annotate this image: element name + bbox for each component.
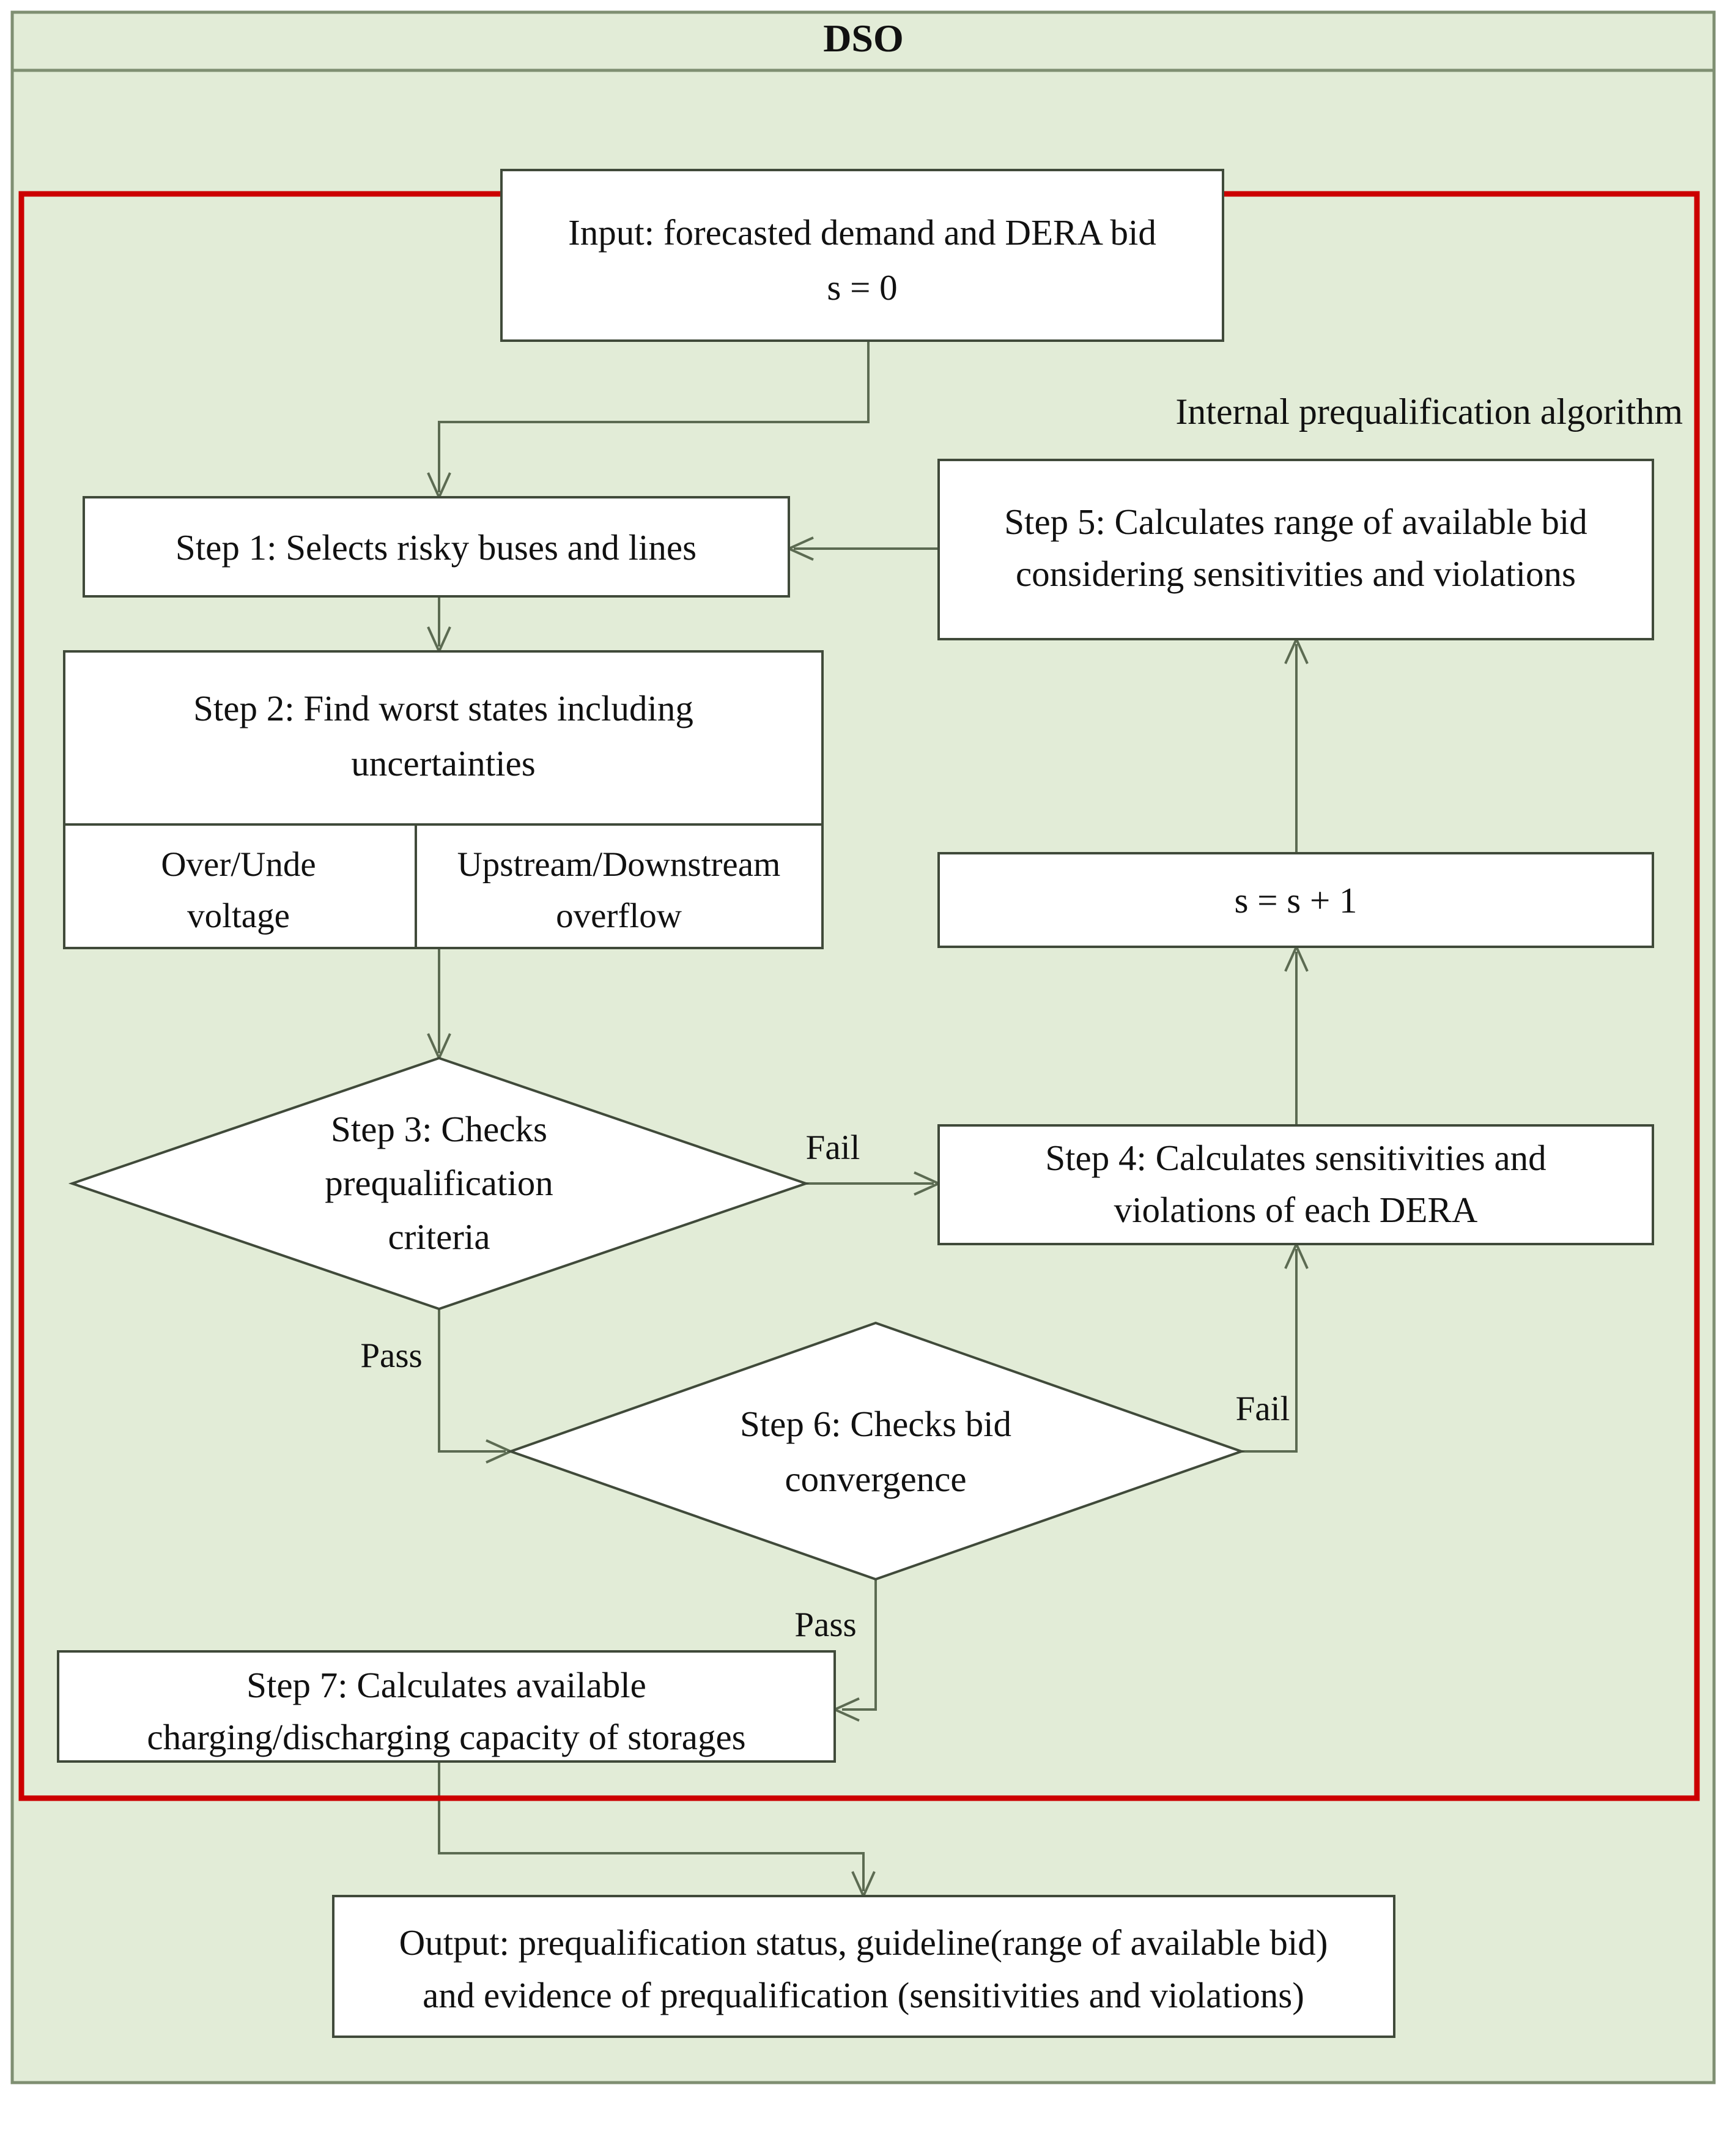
node-step2-sub-right-line2: overflow [556, 897, 682, 935]
node-step1-line1: Step 1: Selects risky buses and lines [176, 527, 697, 568]
edge-step6-pass-to-step7 [842, 1579, 877, 1711]
node-step5-line1: Step 5: Calculates range of available bi… [1004, 502, 1587, 542]
edge-label-step3-fail: Fail [806, 1128, 860, 1167]
node-step6-line2: convergence [785, 1459, 966, 1499]
node-step7-line2: charging/discharging capacity of storage… [147, 1717, 745, 1757]
node-step2[interactable] [63, 650, 824, 949]
edge-step3-pass-to-step6 [438, 1309, 506, 1453]
node-step4-line1: Step 4: Calculates sensitivities and [1045, 1138, 1546, 1178]
edge-input-to-step1 [438, 341, 870, 492]
node-step2-line2: uncertainties [351, 743, 535, 783]
edge-label-step6-pass: Pass [794, 1606, 856, 1644]
node-step3-line3: criteria [388, 1217, 490, 1257]
node-input[interactable] [500, 169, 1224, 342]
node-step2-line1: Step 2: Find worst states including [193, 688, 693, 728]
node-step1[interactable] [83, 496, 790, 598]
node-step2-sub-left-line1: Over/Unde [161, 845, 316, 884]
internal-algorithm-label: Internal prequalification algorithm [1175, 391, 1683, 432]
node-output-line2: and evidence of prequalification (sensit… [423, 1975, 1304, 2015]
node-step2-sub-right-line1: Upstream/Downstream [457, 845, 781, 884]
node-step2-sub-left-line2: voltage [187, 897, 290, 935]
node-step4[interactable] [937, 1124, 1654, 1245]
node-step5[interactable] [937, 459, 1654, 640]
node-step3-line1: Step 3: Checks [331, 1109, 547, 1149]
page-title: DSO [823, 17, 904, 60]
edge-step7-to-output [438, 1761, 865, 1891]
node-input-line2: s = 0 [827, 267, 897, 308]
node-output[interactable] [332, 1895, 1395, 2038]
node-counter-line1: s = s + 1 [1235, 880, 1358, 921]
node-step4-line2: violations of each DERA [1114, 1190, 1478, 1230]
node-step6-line1: Step 6: Checks bid [740, 1404, 1011, 1444]
dso-panel-border [10, 10, 1716, 2084]
node-input-line1: Input: forecasted demand and DERA bid [568, 212, 1156, 253]
edge-label-step6-fail: Fail [1236, 1390, 1290, 1428]
node-step5-line2: considering sensitivities and violations [1016, 554, 1576, 594]
edge-label-step3-pass: Pass [360, 1336, 422, 1375]
node-step7[interactable] [57, 1650, 836, 1763]
node-step3-line2: prequalification [325, 1163, 553, 1203]
node-counter[interactable] [937, 852, 1654, 948]
node-step6[interactable] [506, 1321, 1246, 1581]
node-step7-line1: Step 7: Calculates available [246, 1665, 646, 1705]
node-output-line1: Output: prequalification status, guideli… [399, 1922, 1328, 1963]
edge-step6-fail-to-step4 [1241, 1249, 1298, 1453]
node-step3[interactable] [68, 1056, 810, 1311]
